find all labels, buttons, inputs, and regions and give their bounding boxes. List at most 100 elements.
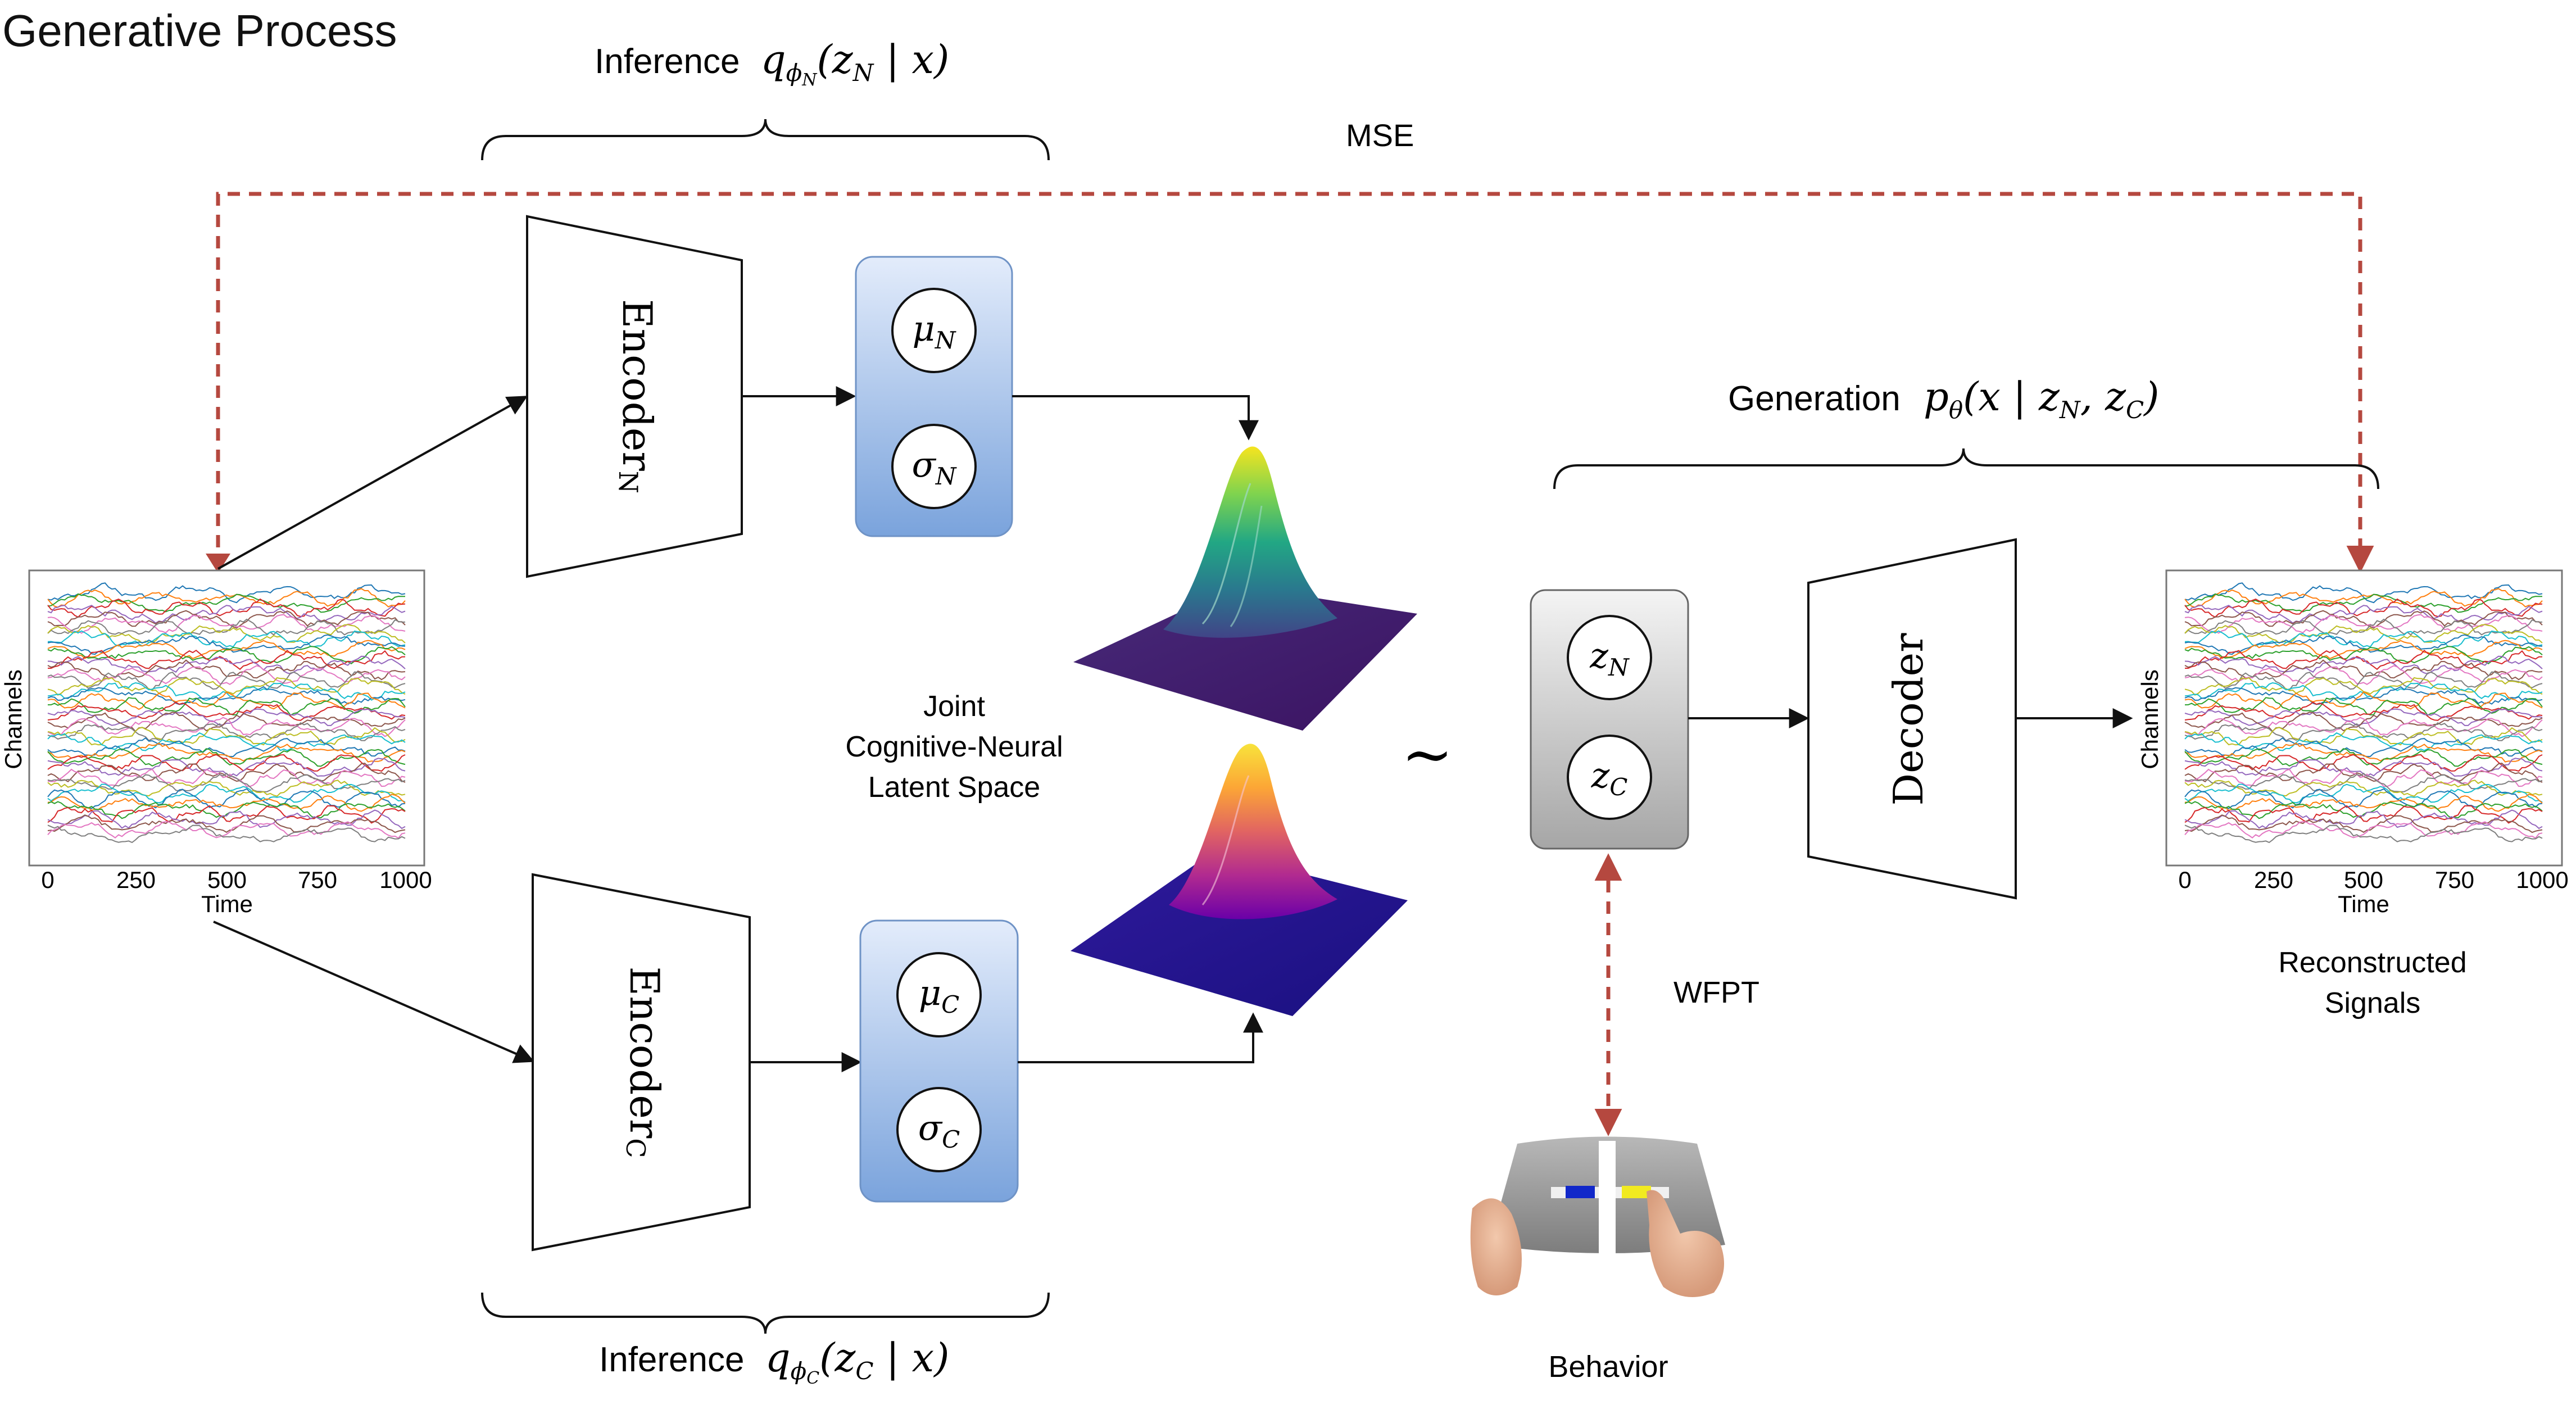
signal-trace bbox=[47, 686, 406, 705]
inference-top-label: Inference qϕN(zN | x) bbox=[595, 37, 949, 90]
svg-text:Joint: Joint bbox=[923, 690, 985, 723]
signal-trace bbox=[2184, 780, 2543, 797]
brace-top bbox=[481, 119, 1050, 161]
signal-trace bbox=[47, 824, 406, 844]
input-ylabel: Channels bbox=[0, 669, 26, 769]
signal-trace bbox=[47, 588, 406, 608]
joint-space-label: Joint Cognitive-Neural Latent Space bbox=[845, 690, 1063, 804]
z-n: z bbox=[1589, 635, 1608, 676]
signal-trace bbox=[2184, 691, 2543, 710]
signal-trace bbox=[2184, 598, 2543, 618]
mu-c: μ bbox=[919, 972, 941, 1013]
signal-trace bbox=[2184, 737, 2543, 758]
signal-trace bbox=[2184, 614, 2543, 634]
signal-trace bbox=[47, 821, 406, 839]
output-tick-500: 500 bbox=[2344, 867, 2383, 893]
brace-bottom bbox=[481, 1292, 1050, 1334]
output-ylabel: Channels bbox=[2137, 669, 2163, 769]
svg-text:Inference qϕN(zN | x): Inference qϕN(zN | x) bbox=[595, 37, 949, 90]
arrow-latent-n-to-gaussian bbox=[1012, 395, 1259, 441]
signal-trace bbox=[47, 737, 406, 758]
signal-trace bbox=[47, 630, 406, 647]
encoder-n: EncoderN bbox=[526, 215, 743, 578]
svg-text:Reconstructed: Reconstructed bbox=[2278, 946, 2466, 979]
signal-trace bbox=[47, 624, 406, 644]
arrow-input-to-encoder-n bbox=[217, 396, 528, 570]
input-tick-750: 750 bbox=[298, 867, 337, 893]
output-tick-250: 250 bbox=[2254, 867, 2293, 893]
signal-trace bbox=[2184, 708, 2543, 726]
signal-trace bbox=[47, 801, 406, 819]
arrow-input-to-encoder-c bbox=[213, 921, 535, 1063]
signal-trace bbox=[2184, 630, 2543, 647]
encoder-c-sub: C bbox=[620, 1138, 651, 1158]
svg-text:Signals: Signals bbox=[2325, 987, 2421, 1019]
z-c: z bbox=[1591, 755, 1610, 796]
output-tick-750: 750 bbox=[2435, 867, 2474, 893]
sampling-tilde: ∼ bbox=[1402, 718, 1453, 790]
z-latent-box: zN zC bbox=[1530, 589, 1689, 850]
svg-text:μN: μN bbox=[912, 308, 956, 354]
encoder-c-label: Encoder bbox=[621, 967, 668, 1139]
inference-bottom-label: Inference qϕC(zC | x) bbox=[599, 1335, 949, 1388]
signal-trace bbox=[2184, 717, 2543, 737]
input-tick-1000: 1000 bbox=[379, 867, 432, 893]
signal-trace bbox=[2184, 712, 2543, 732]
svg-text:σC: σC bbox=[918, 1107, 960, 1153]
signal-trace bbox=[47, 640, 406, 660]
mse-dashed-arrowhead-left bbox=[206, 554, 230, 573]
signal-trace bbox=[47, 598, 406, 618]
input-tick-250: 250 bbox=[116, 867, 156, 893]
signal-trace bbox=[47, 634, 406, 655]
signal-trace bbox=[47, 618, 405, 636]
wfpt-label: WFPT bbox=[1674, 976, 1759, 1009]
encoder-n-label: Encoder bbox=[614, 299, 661, 471]
diagram-title: Generative Process bbox=[2, 6, 397, 56]
output-tick-0: 0 bbox=[2178, 867, 2191, 893]
signal-trace bbox=[2185, 649, 2543, 670]
signal-trace bbox=[2184, 821, 2543, 839]
signal-trace bbox=[47, 805, 406, 824]
signal-trace bbox=[47, 772, 406, 792]
signal-trace bbox=[2184, 610, 2543, 629]
signal-trace bbox=[2184, 768, 2543, 787]
input-tick-0: 0 bbox=[41, 867, 54, 893]
signal-trace bbox=[47, 783, 406, 804]
decoder: Decoder bbox=[1807, 538, 2017, 900]
signal-trace bbox=[2184, 748, 2543, 767]
signal-trace bbox=[2184, 646, 2543, 665]
signal-trace bbox=[2184, 634, 2543, 655]
signal-trace bbox=[2184, 588, 2543, 608]
signal-trace bbox=[47, 722, 406, 742]
svg-text:EncoderN: EncoderN bbox=[613, 299, 661, 493]
svg-text:σN: σN bbox=[911, 444, 956, 490]
mu-n: μ bbox=[912, 308, 935, 349]
signal-trace bbox=[2184, 801, 2543, 819]
signal-trace bbox=[2184, 809, 2543, 830]
svg-text:Latent Space: Latent Space bbox=[868, 771, 1040, 804]
signal-trace bbox=[47, 610, 406, 629]
output-tick-1000: 1000 bbox=[2516, 867, 2568, 893]
signal-trace bbox=[47, 701, 406, 721]
signal-trace bbox=[2184, 772, 2543, 792]
decoder-label: Decoder bbox=[1885, 633, 1932, 806]
signal-trace bbox=[47, 768, 406, 787]
signal-trace bbox=[2184, 640, 2543, 660]
input-signal-plot: Channels 0 250 500 750 1000 Time bbox=[0, 569, 432, 917]
signal-trace bbox=[47, 646, 406, 665]
signal-trace bbox=[47, 712, 406, 732]
signal-trace bbox=[2184, 593, 2542, 613]
signal-trace bbox=[47, 691, 406, 710]
signal-trace bbox=[2184, 659, 2543, 681]
signal-trace bbox=[2184, 655, 2543, 674]
generation-label: Generation pθ(x | zN, zC) bbox=[1728, 374, 2159, 424]
behavior-label: Behavior bbox=[1548, 1350, 1668, 1384]
svg-text:Generation pθ(x | zN, zC: Generation pθ(x | zN, zC) bbox=[1728, 374, 2159, 424]
signal-trace bbox=[2184, 805, 2543, 824]
output-xlabel: Time bbox=[2338, 891, 2389, 917]
output-signal-plot: Channels 0 250 500 750 1000 Time bbox=[2137, 569, 2569, 917]
signal-trace bbox=[2184, 671, 2543, 691]
reconstructed-label: Reconstructed Signals bbox=[2278, 946, 2466, 1019]
latent-box-n: μN σN bbox=[855, 256, 1013, 537]
signal-trace bbox=[47, 659, 406, 681]
